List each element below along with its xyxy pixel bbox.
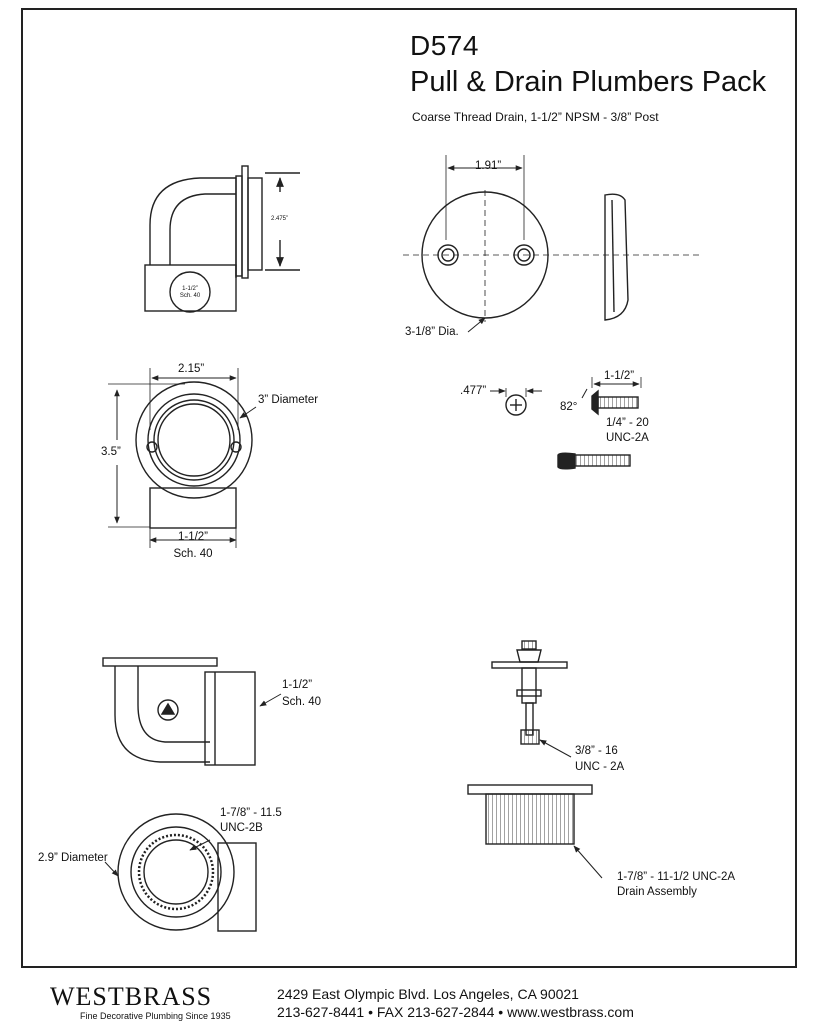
- dim-drain-label: Drain Assembly: [617, 886, 697, 898]
- dim-holes-spacing: 1.91”: [475, 160, 502, 172]
- dim-bottom-diameter: 2.9” Diameter: [38, 852, 108, 864]
- dim-screw-class: UNC-2A: [606, 432, 649, 444]
- product-subtitle: Coarse Thread Drain, 1-1/2” NPSM - 3/8” …: [412, 110, 659, 124]
- overflow-plate-view: [403, 155, 700, 333]
- elbow-side-view: [144, 165, 300, 313]
- dim-elbow-pipe: 1-1/2” Sch. 40: [179, 286, 201, 299]
- dim-bottom-class: UNC-2B: [220, 822, 263, 834]
- dim-plunger-class: UNC - 2A: [575, 761, 625, 773]
- dim-screw-angle: 82°: [560, 401, 578, 413]
- dim-front-schedule: Sch. 40: [173, 548, 213, 560]
- dim-front-height: 3.5”: [101, 446, 121, 458]
- dim-side-schedule: Sch. 40: [282, 696, 321, 708]
- dim-plate-diameter: 3-1/8” Dia.: [405, 326, 459, 338]
- dim-side-pipe: 1-1/2”: [282, 679, 313, 691]
- screw-details: [490, 377, 642, 470]
- brand-logo: WESTBRASS: [50, 982, 213, 1011]
- dim-front-width: 2.15”: [178, 363, 205, 375]
- company-contact: 213-627-8441 • FAX 213-627-2844 • www.we…: [277, 1004, 634, 1020]
- dim-front-pipe: 1-1/2”: [177, 531, 209, 543]
- elbow-bottom-view: [104, 813, 257, 932]
- dim-front-diameter: 3” Diameter: [258, 394, 319, 406]
- company-address: 2429 East Olympic Blvd. Los Angeles, CA …: [277, 986, 579, 1002]
- product-title: Pull & Drain Plumbers Pack: [410, 66, 767, 98]
- drain-assembly-view: [467, 640, 603, 879]
- dim-bottom-thread: 1-7/8” - 11.5: [220, 807, 282, 819]
- sheet-border: [21, 8, 797, 968]
- dim-elbow-height: 2.475”: [271, 216, 289, 222]
- elbow-front-view: [108, 368, 257, 548]
- dim-screw-thread: 1/4” - 20: [606, 417, 649, 429]
- dim-drain-thread: 1-7/8” - 11-1/2 UNC-2A: [617, 871, 736, 883]
- dim-screw-length: 1-1/2”: [604, 370, 635, 382]
- brand-tagline: Fine Decorative Plumbing Since 1935: [80, 1011, 231, 1021]
- dim-screw-head: .477”: [460, 385, 487, 397]
- dim-plunger-thread: 3/8” - 16: [575, 745, 618, 757]
- model-number: D574: [410, 30, 479, 61]
- elbow-lower-side-view: [102, 657, 282, 766]
